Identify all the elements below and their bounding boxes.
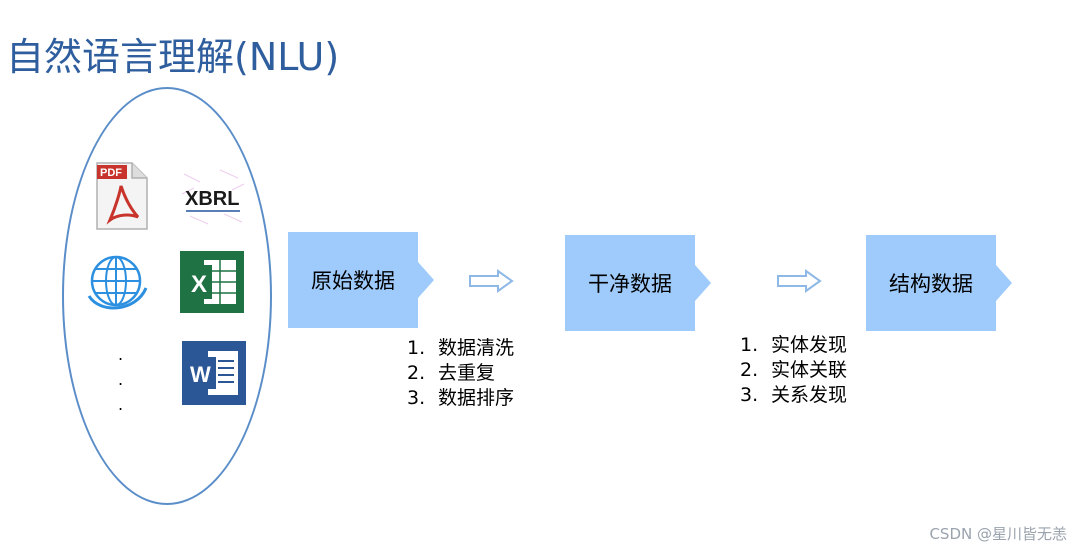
list-item: 1.数据清洗 [407, 337, 515, 359]
excel-label: X [191, 271, 207, 298]
stage-raw-data: 原始数据 [288, 232, 436, 328]
stage-label: 干净数据 [588, 272, 672, 296]
cleaning-steps-list: 1.数据清洗 2.去重复 3.数据排序 [407, 336, 514, 411]
more-sources-ellipsis: . . . [118, 345, 124, 414]
list-item: 3.关系发现 [740, 384, 848, 406]
list-item: 2.去重复 [407, 362, 496, 384]
stage-label: 原始数据 [311, 269, 395, 293]
structuring-steps-list: 1.实体发现 2.实体关联 3.关系发现 [740, 333, 847, 408]
flow-arrow-icon [776, 269, 822, 293]
flow-arrow-icon [468, 269, 514, 293]
word-label: W [190, 362, 211, 387]
page-title: 自然语言理解(NLU) [6, 35, 340, 79]
pdf-icon: PDF [96, 162, 148, 230]
list-item: 3.数据排序 [407, 387, 515, 409]
globe-icon [86, 252, 148, 312]
list-item: 1.实体发现 [740, 334, 848, 356]
data-sources-ellipse [62, 87, 272, 505]
pdf-label: PDF [100, 167, 122, 179]
word-icon: W [182, 341, 246, 405]
xbrl-icon: XBRL [180, 168, 246, 230]
stage-structured-data: 结构数据 [866, 235, 1014, 331]
stage-clean-data: 干净数据 [565, 235, 713, 331]
stage-label: 结构数据 [889, 272, 973, 296]
watermark: CSDN @星川皆无恙 [929, 525, 1067, 543]
excel-icon: X [180, 251, 244, 313]
xbrl-label: XBRL [185, 188, 239, 210]
list-item: 2.实体关联 [740, 359, 848, 381]
